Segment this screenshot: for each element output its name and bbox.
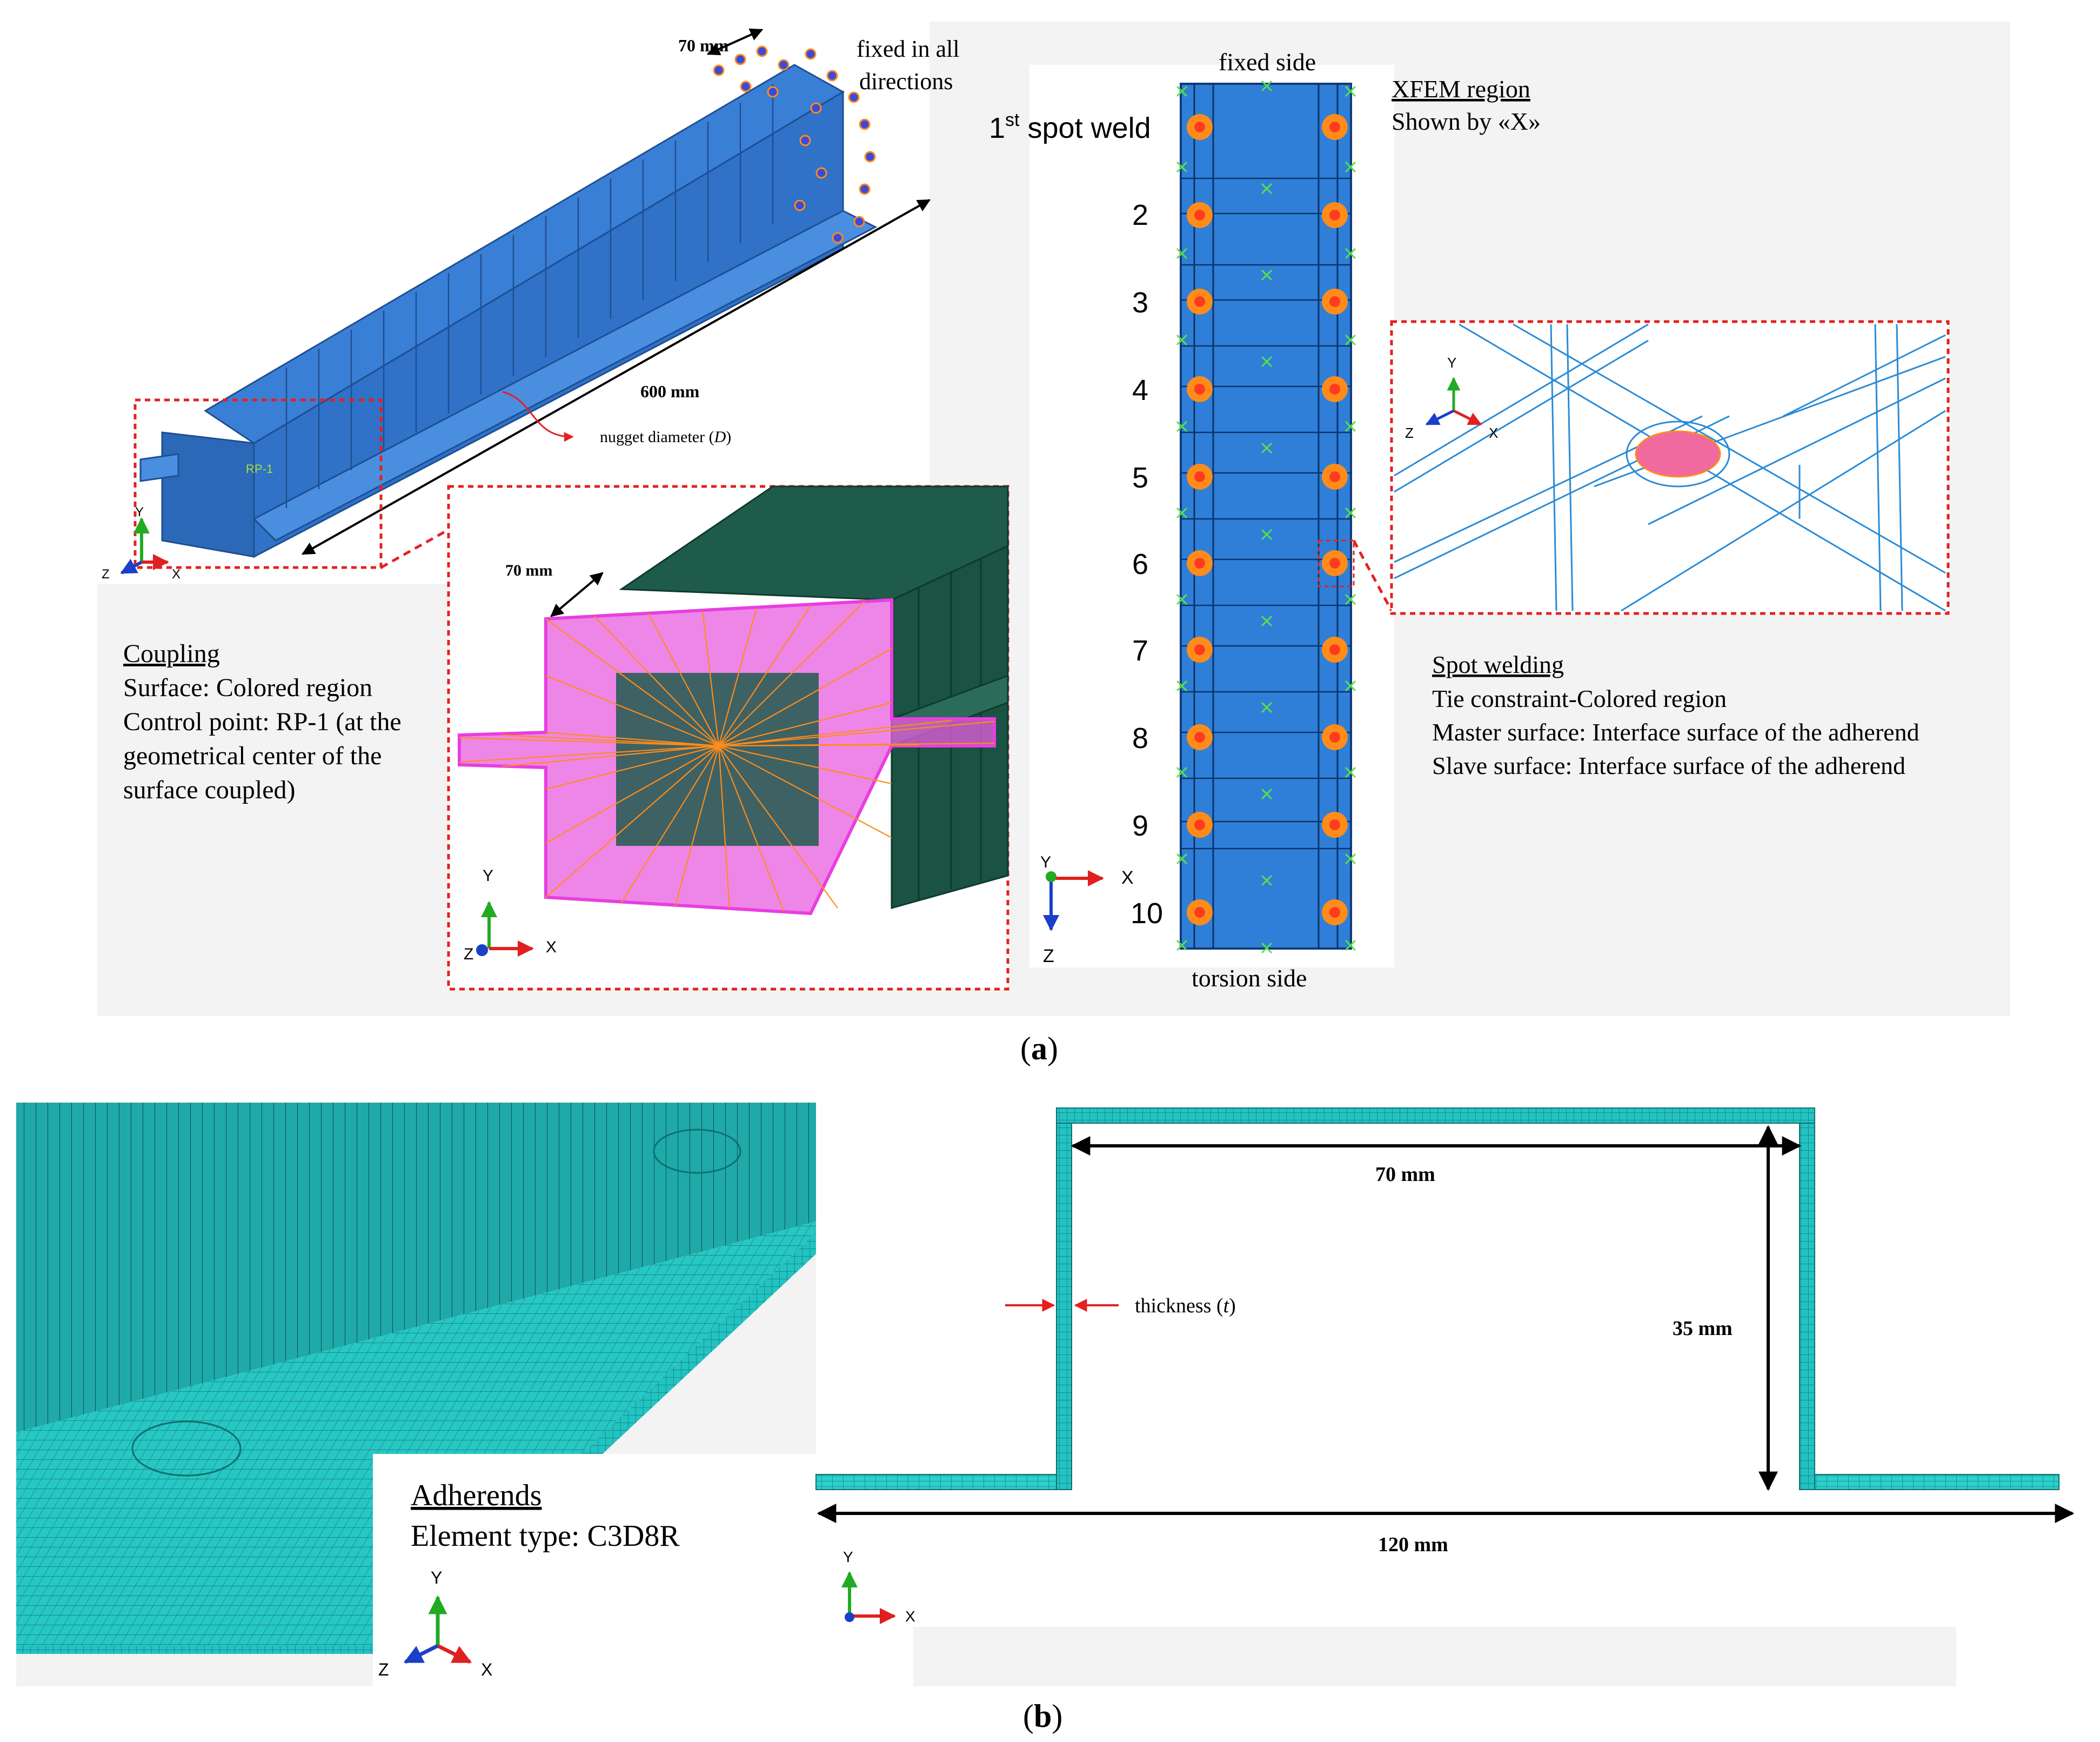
section-left-flange	[815, 1474, 1071, 1490]
weld-number-6: 6	[1132, 548, 1148, 580]
mesh-axis-z: Z	[378, 1660, 389, 1679]
coupling-line4: surface coupled)	[123, 776, 296, 804]
weld-strip-column-lines	[1193, 84, 1339, 949]
coupling-line1: Surface: Colored region	[123, 673, 372, 702]
xfem-title: XFEM region	[1392, 75, 1530, 103]
section-axis-x: X	[905, 1608, 915, 1625]
weld-strip-body	[1180, 83, 1352, 950]
section-right-flange	[1799, 1474, 2059, 1490]
rp1-label: RP-1	[246, 462, 273, 476]
mesh-axis-x: X	[481, 1660, 492, 1679]
beam-axis-triad: Y X Z	[102, 505, 180, 582]
first-weld-label: 1st spot weld	[989, 110, 1151, 144]
section-left-web	[1056, 1107, 1072, 1490]
weld-number-labels: 2 3 4 5 6 7 8 9 10	[1131, 199, 1163, 930]
section-axis-triad: Y X	[841, 1549, 915, 1625]
spot-welding-line3: Slave surface: Interface surface of the …	[1432, 752, 1905, 779]
inset-hollow-interior	[616, 673, 819, 846]
coupling-line2: Control point: RP-1 (at the	[123, 708, 402, 736]
weld-strip: fixed side	[989, 48, 1394, 992]
zoom-axis-z: Z	[1405, 425, 1414, 441]
hat-section-view: 70 mm 35 mm 120 mm thickness (t) Y X	[815, 1103, 2075, 1627]
fixed-label-line2: directions	[859, 68, 953, 95]
fixed-side-label: fixed side	[1219, 48, 1316, 76]
dim-70-label: 70 mm	[678, 36, 729, 55]
beam-axis-y: Y	[135, 505, 144, 519]
spot-welding-line2: Master surface: Interface surface of the…	[1432, 718, 1920, 746]
section-axis-y: Y	[843, 1549, 853, 1565]
inset-axis-y: Y	[483, 867, 493, 885]
mesh-weld-zone-2	[653, 1129, 741, 1174]
panel-b: Adherends Element type: C3D8R Y X Z 70 m…	[16, 1103, 2075, 1686]
spot-welding-description: Spot welding Tie constraint-Colored regi…	[1432, 651, 1920, 779]
dim-70-b-label: 70 mm	[1375, 1163, 1435, 1186]
fixed-label-line1: fixed in all	[857, 36, 960, 62]
mesh-flange-surface	[16, 1222, 816, 1646]
mesh-axis-triad: Y X Z	[378, 1568, 492, 1679]
weld-zoom-axis-triad: Y X Z	[1405, 355, 1498, 441]
inset-dim-70-arrow	[550, 572, 604, 617]
dim-600-label: 600 mm	[640, 382, 700, 401]
beam-axis-z: Z	[102, 567, 110, 582]
coupling-inset: 70 mm Y X Z	[447, 485, 1009, 991]
mesh-weld-zone-1	[131, 1420, 242, 1477]
weld-zoom-link	[1352, 539, 1393, 612]
inset-axis-x: X	[546, 938, 557, 956]
section-right-web	[1799, 1107, 1815, 1490]
inset-dim-70-label: 70 mm	[505, 562, 552, 579]
weld-number-7: 7	[1132, 635, 1148, 667]
section-top-flange	[1056, 1107, 1815, 1124]
coupling-title: Coupling	[123, 639, 220, 668]
spot-weld-nuggets	[1187, 114, 1348, 925]
zoom-axis-y: Y	[1447, 355, 1456, 371]
mesh-web-strips	[16, 1103, 816, 1432]
weld-number-2: 2	[1132, 199, 1148, 231]
inset-box-top	[619, 485, 1009, 601]
caption-b: (b)	[1023, 1698, 1062, 1734]
coupling-region-box	[133, 398, 383, 569]
caption-a: (a)	[1020, 1031, 1058, 1066]
beam-left-flange	[139, 453, 179, 482]
beam-axis-x: X	[172, 567, 180, 582]
weld-6-highlight	[1317, 539, 1355, 588]
weld-zoom-inset: Y X Z	[1352, 320, 1950, 615]
dim-600-arrow	[301, 199, 931, 555]
adherend-mesh-view: Adherends Element type: C3D8R Y X Z	[16, 1103, 913, 1686]
coupling-line3: geometrical center of the	[123, 742, 382, 770]
inset-axis-triad: Y X Z	[464, 867, 557, 963]
strip-axis-z: Z	[1043, 946, 1054, 966]
dim-120-label: 120 mm	[1378, 1533, 1448, 1556]
weld-number-4: 4	[1132, 374, 1148, 406]
coupling-constraint-rays	[459, 600, 995, 911]
element-type-label: Element type: C3D8R	[411, 1519, 680, 1553]
weld-number-9: 9	[1132, 810, 1148, 842]
coupling-description: Coupling Surface: Colored region Control…	[123, 639, 402, 804]
adherends-title: Adherends	[411, 1479, 542, 1512]
thickness-label: thickness (t)	[1135, 1294, 1236, 1317]
xfem-markers	[1176, 80, 1356, 954]
spot-welding-line1: Tie constraint-Colored region	[1432, 685, 1727, 712]
dim-70-arrow	[706, 28, 764, 56]
xfem-subtitle: Shown by «X»	[1392, 108, 1541, 135]
weld-nugget-zoom-ring	[1626, 421, 1730, 488]
zoom-axis-x: X	[1489, 425, 1498, 441]
nugget-leader	[502, 391, 574, 442]
strip-axis-x: X	[1121, 867, 1134, 888]
weld-number-5: 5	[1132, 462, 1148, 494]
weld-number-3: 3	[1132, 286, 1148, 319]
strip-axis-triad: Y X Z	[1040, 853, 1134, 966]
torsion-side-label: torsion side	[1192, 964, 1307, 992]
beam-front-face	[161, 431, 255, 558]
nugget-label: nugget diameter (D)	[600, 428, 731, 446]
panel-a: RP-1 70 mm fixed in all directions 600 m…	[97, 22, 2010, 1016]
weld-nugget-zoom	[1635, 430, 1721, 478]
dim-35-label: 35 mm	[1673, 1317, 1733, 1340]
strip-axis-y: Y	[1040, 853, 1051, 871]
weld-number-10: 10	[1131, 897, 1163, 930]
spot-welding-title: Spot welding	[1432, 651, 1564, 678]
weld-number-8: 8	[1132, 722, 1148, 755]
inset-axis-z: Z	[464, 945, 473, 963]
mesh-axis-y: Y	[431, 1568, 442, 1587]
